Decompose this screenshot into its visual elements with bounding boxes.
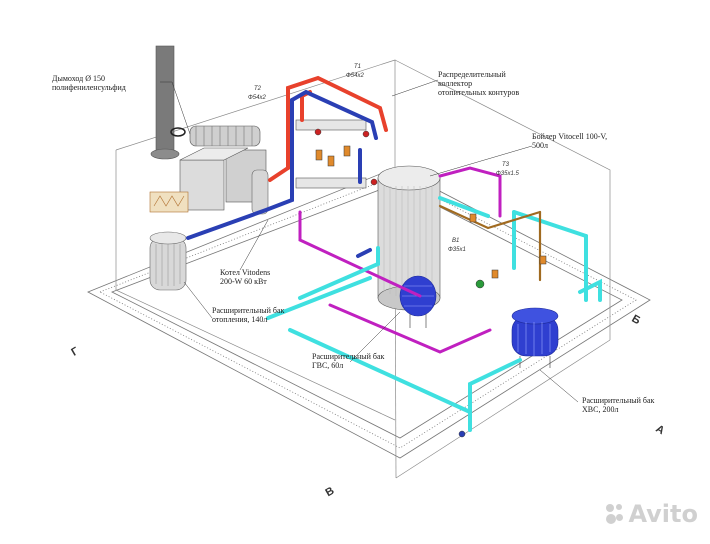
- hot-water-pipes: [298, 166, 502, 354]
- avito-logo-icon: [606, 504, 624, 524]
- recirculation-pipes: [438, 204, 542, 282]
- pipe-tag-t3-name: T3: [502, 162, 510, 168]
- chimney: [150, 45, 186, 160]
- hydraulic-separator: [251, 169, 269, 215]
- flue-manifold: [189, 125, 261, 147]
- pipe-tag-t1-name: T1: [354, 64, 362, 70]
- chimney-label: Дымоход Ø 150 полифениленсульфид: [52, 74, 126, 92]
- pipe-tag-b1-size: Ф35х1: [448, 247, 466, 253]
- pipe-tag-t3-size: Ф35х1.5: [496, 171, 519, 177]
- heating-expansion-tank-label: Расширительный бак отопления, 140л: [212, 306, 285, 324]
- pipe-tag-t2-name: T2: [254, 86, 262, 92]
- cold-water-expansion-tank: [511, 307, 559, 368]
- cold-water-expansion-tank-label: Расширительный бак ХВС, 200л: [582, 396, 655, 414]
- distribution-collector: [295, 119, 367, 189]
- dhw-expansion-tank-label: Расширительный бак ГВС, 60л: [312, 352, 385, 370]
- storage-boiler-label: Бойлер Vitocell 100-V, 500л: [532, 132, 608, 150]
- pipe-tag-t2-size: Ф54х2: [248, 95, 266, 101]
- heating-expansion-tank: [149, 231, 187, 291]
- label-leaders: [160, 79, 579, 403]
- boiler-label: Котел Vitodens 200-W 60 кВт: [220, 268, 271, 286]
- avito-watermark-text: Avito: [628, 500, 698, 528]
- avito-watermark: Avito: [606, 500, 698, 528]
- collector-label: Распределительный коллектор отопительных…: [438, 70, 520, 97]
- pipe-tag-t1-size: Ф54х2: [346, 73, 364, 79]
- return-pipes: [186, 89, 378, 258]
- dhw-expansion-tank: [399, 275, 437, 328]
- pipe-tag-b1-name: B1: [452, 238, 460, 244]
- valves: [314, 128, 547, 438]
